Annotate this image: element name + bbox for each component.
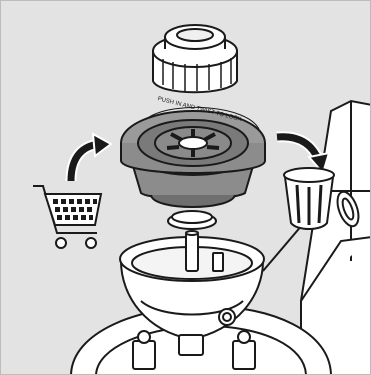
cap-icon — [153, 25, 237, 92]
seal-ring-icon — [168, 211, 216, 229]
filter-cartridge-icon: PUSH IN AND TWIST TO LOCK — [121, 96, 265, 207]
shopping-cart-icon — [33, 186, 101, 248]
arrow-from-cart-icon — [71, 134, 111, 181]
